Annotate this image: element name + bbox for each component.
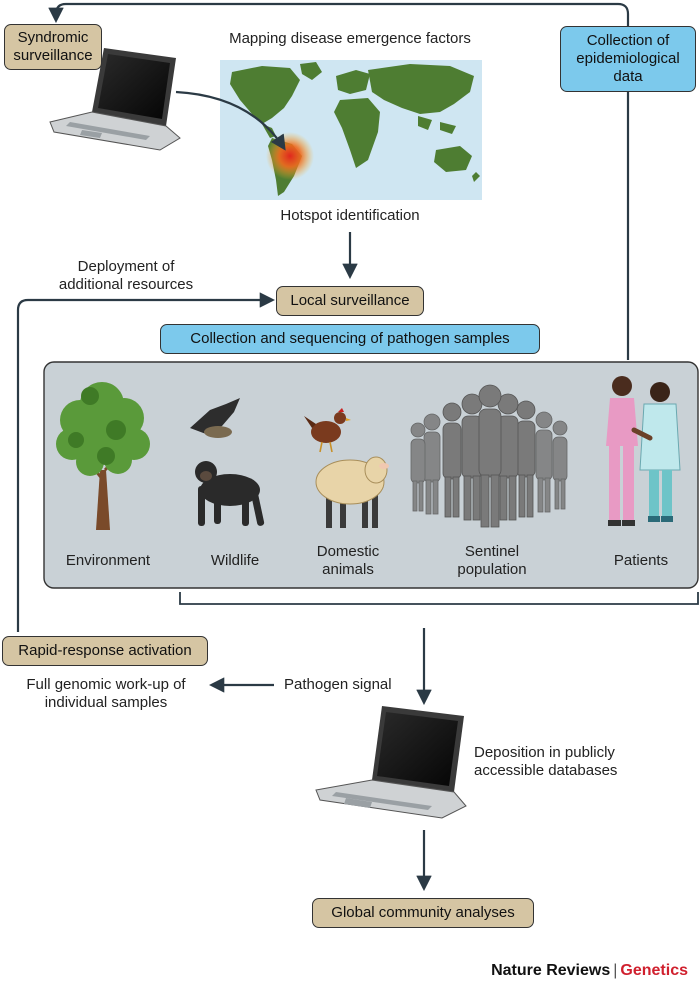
- wildlife-label: Wildlife: [210, 552, 260, 569]
- world-map-icon: [220, 60, 482, 200]
- chicken-icon: [304, 408, 351, 453]
- arrow-laptop-to-hotspot: [175, 90, 286, 151]
- patient-icon: [606, 376, 638, 526]
- tree-icon: [56, 382, 150, 530]
- panel-bracket: [179, 592, 699, 605]
- genomic-line-2: individual samples: [44, 694, 168, 711]
- chimpanzee-icon: [195, 461, 265, 526]
- environment-label: Environment: [65, 552, 151, 569]
- deployment-label: Deployment of additional resources: [40, 258, 212, 294]
- deposition-line-2: accessible databases: [474, 762, 618, 779]
- epi-line-1: Collection of: [586, 32, 670, 49]
- sentinel-line-1: Sentinel: [464, 543, 520, 560]
- journal-section: Genetics: [620, 962, 688, 979]
- journal-name: Nature Reviews: [491, 962, 611, 979]
- sentinel-line-2: population: [457, 561, 527, 578]
- hotspot-marker: [266, 132, 314, 180]
- local-surveillance-box: Local surveillance: [276, 286, 424, 316]
- bat-icon: [190, 398, 240, 438]
- crowd-icon: [410, 384, 568, 528]
- sheep-icon: [315, 456, 389, 528]
- laptop-icon: [49, 48, 181, 151]
- journal-credit: Nature Reviews|Genetics: [491, 962, 688, 980]
- loop-line-left: [16, 292, 276, 632]
- laptop-icon: [315, 706, 467, 819]
- patients-label: Patients: [613, 552, 669, 569]
- genomic-line-1: Full genomic work-up of: [26, 676, 186, 693]
- healthcare-worker-icon: [631, 382, 681, 522]
- hotspot-label: Hotspot identification: [280, 207, 420, 224]
- diagram-title: Mapping disease emergence factors: [229, 30, 471, 47]
- deposition-label: Deposition in publicly accessible databa…: [474, 744, 674, 780]
- syndromic-surveillance-box: Syndromic surveillance: [4, 24, 102, 70]
- journal-separator: |: [613, 962, 618, 979]
- syndromic-line-2: surveillance: [13, 47, 93, 64]
- epi-line-3: data: [613, 68, 643, 85]
- deployment-line-2: additional resources: [58, 276, 194, 293]
- syndromic-line-1: Syndromic: [17, 29, 89, 46]
- domestic-animals-label: Domestic animals: [300, 543, 396, 579]
- collection-sequencing-box: Collection and sequencing of pathogen sa…: [160, 324, 540, 354]
- global-analyses-box: Global community analyses: [312, 898, 534, 928]
- deployment-line-1: Deployment of: [77, 258, 175, 275]
- pathogen-signal-label: Pathogen signal: [284, 676, 392, 693]
- loop-line-top: [48, 2, 630, 360]
- rapid-response-box: Rapid-response activation: [2, 636, 208, 666]
- deposition-line-1: Deposition in publicly: [474, 744, 615, 761]
- sentinel-population-label: Sentinel population: [440, 543, 544, 579]
- epi-line-2: epidemiological: [576, 50, 680, 67]
- domestic-line-1: Domestic: [316, 543, 380, 560]
- full-genomic-label: Full genomic work-up of individual sampl…: [6, 676, 206, 712]
- epidemiological-data-box: Collection of epidemiological data: [560, 26, 696, 92]
- domestic-line-2: animals: [322, 561, 374, 578]
